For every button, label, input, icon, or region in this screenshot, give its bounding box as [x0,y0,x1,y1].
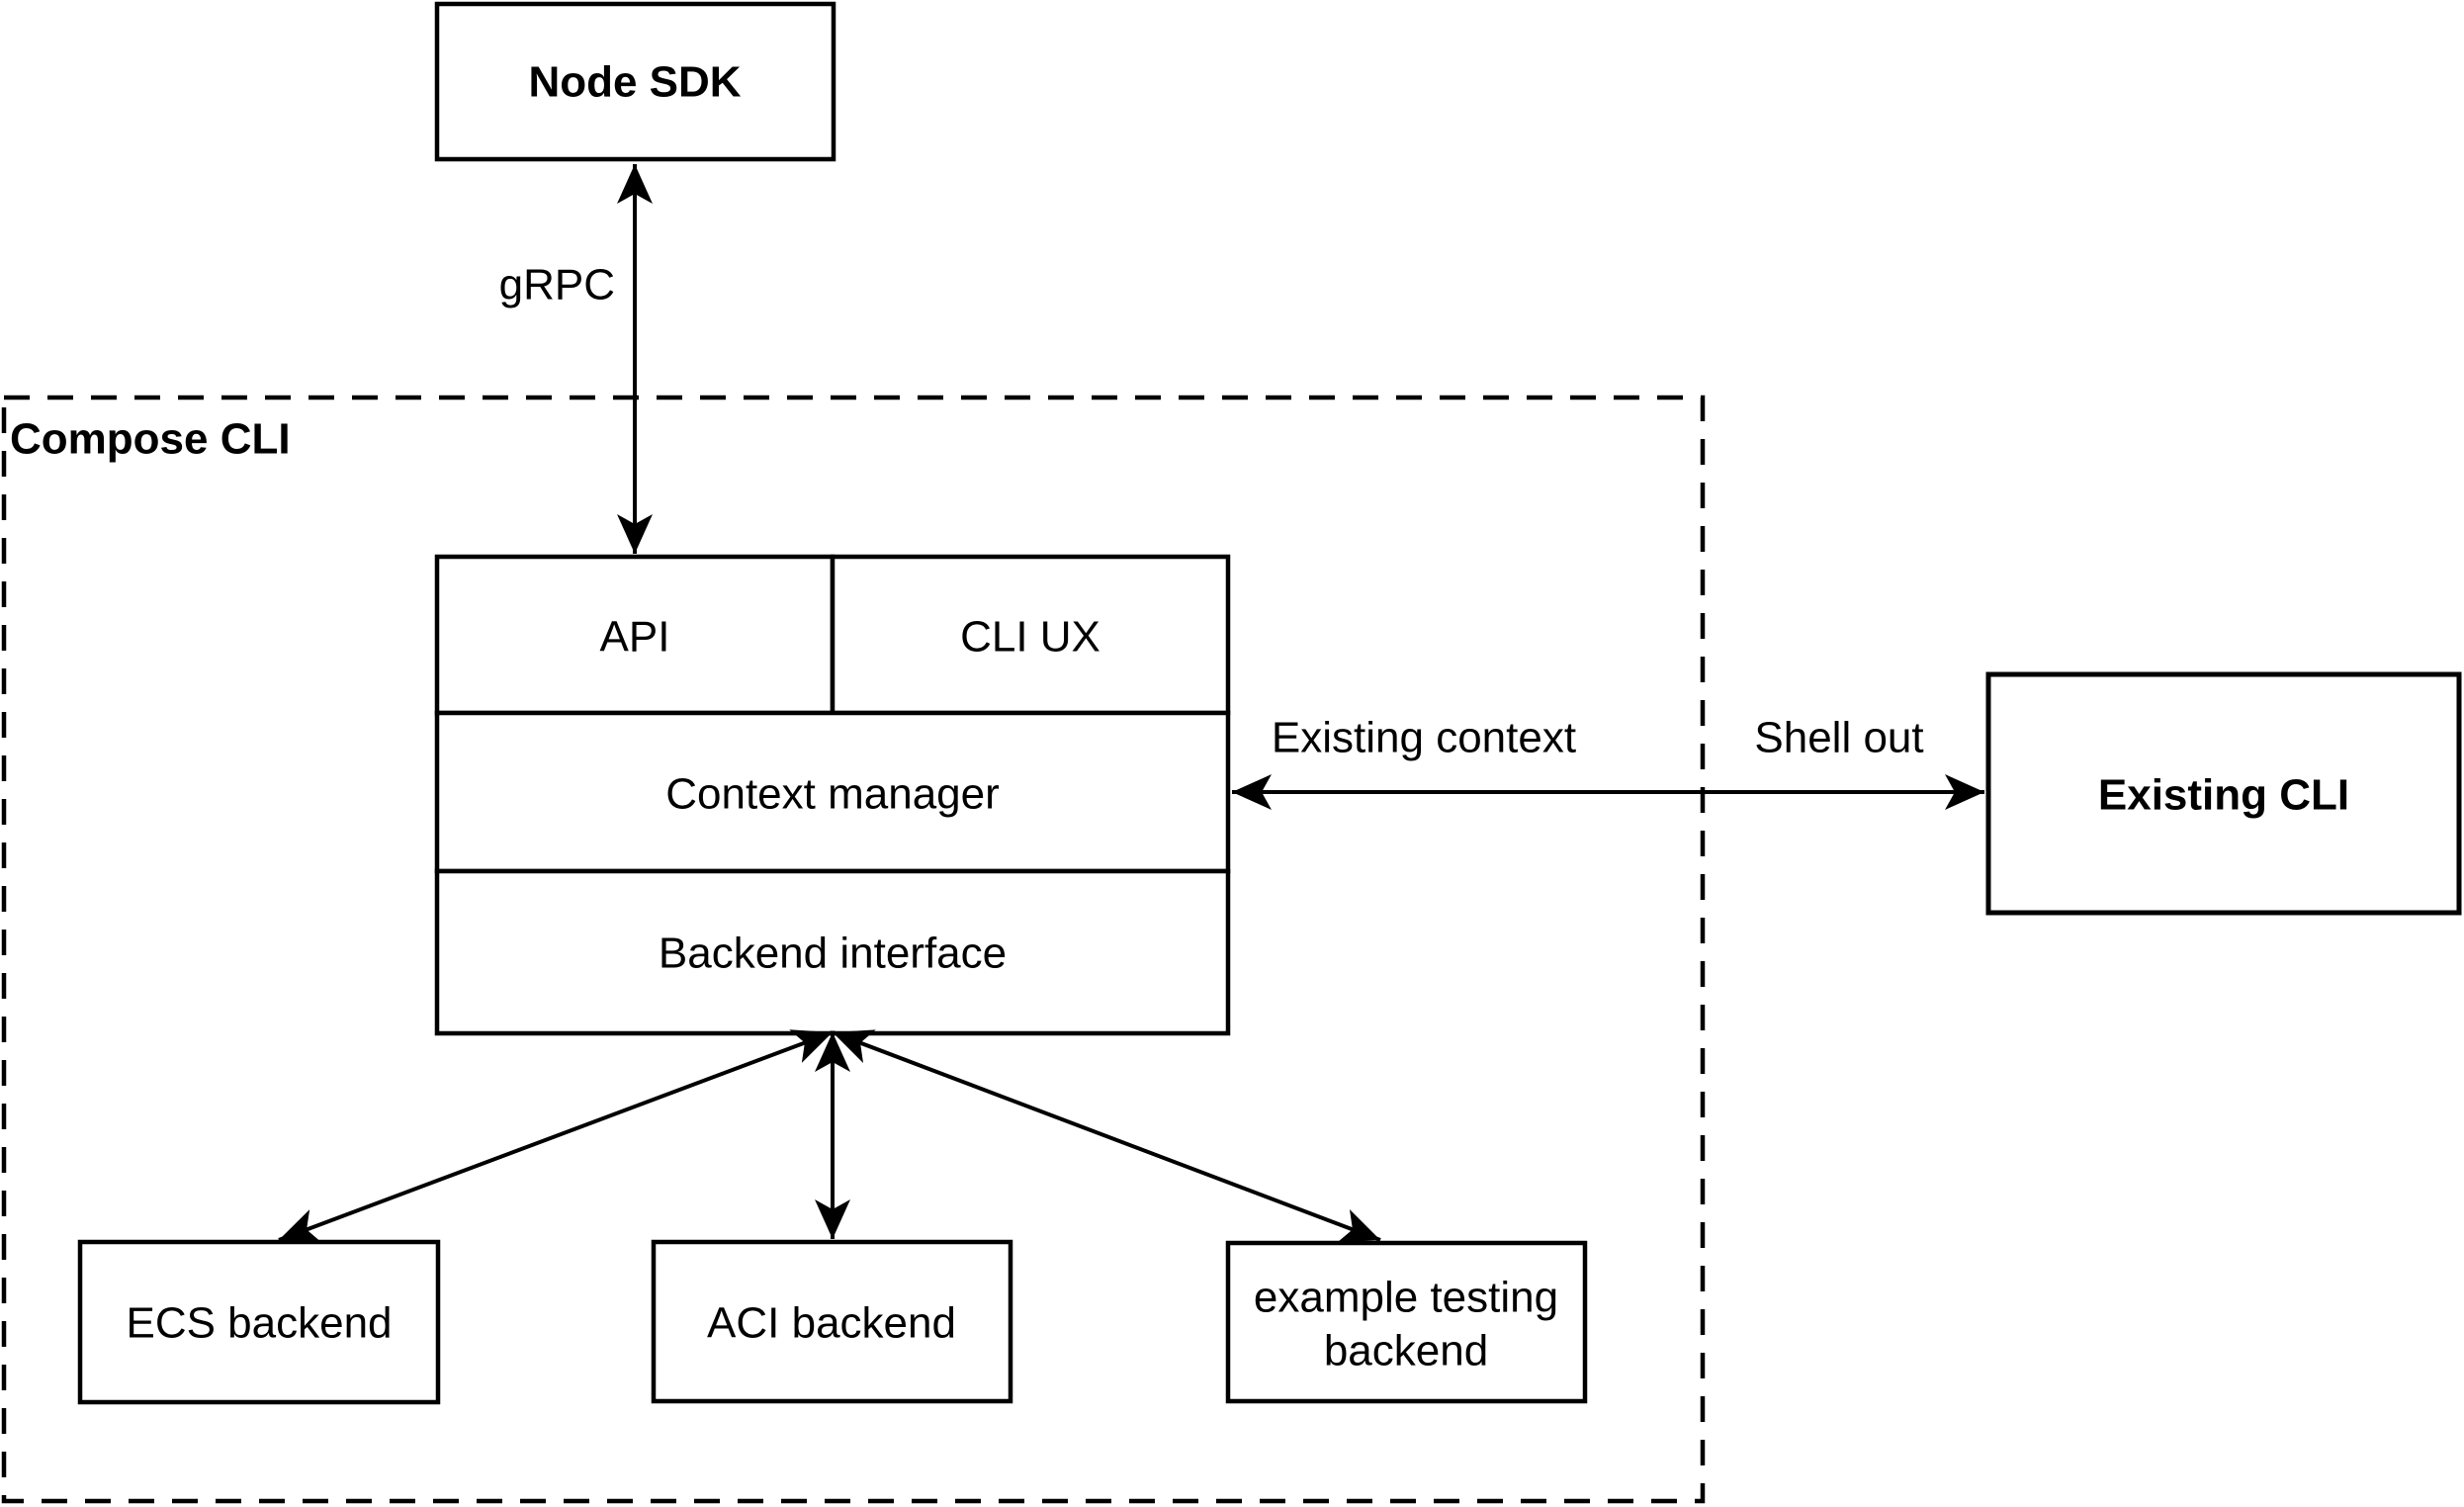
backend-interface-label: Backend interface [659,930,1007,978]
node-sdk-label: Node SDK [528,58,741,107]
aci-backend-label: ACI backend [707,1299,956,1348]
example-testing-backend-box [1225,1240,1588,1404]
backend-to-example-arrow [832,1029,1381,1243]
compose-cli-label: Compose CLI [10,415,291,464]
compose-cli-container [1,395,1706,1504]
context-manager-cell [434,710,1231,874]
shell-out-label: Shell out [1754,714,1923,762]
api-label: API [600,613,670,662]
existing-context-label: Existing context [1272,714,1576,762]
example-testing-backend-label-line1: example testing [1254,1274,1558,1322]
ecs-backend-box [77,1239,441,1405]
aci-backend-box [651,1239,1013,1404]
existing-cli-label: Existing CLI [2098,771,2349,820]
ecs-backend-label: ECS backend [126,1299,392,1348]
backend-interface-cell [434,868,1231,1036]
grpc-label: gRPC [499,261,615,310]
cli-ux-label: CLI UX [960,613,1100,662]
node-sdk-box [434,1,836,162]
example-testing-backend-label-line2: backend [1324,1327,1488,1375]
cli-ux-cell [830,554,1231,716]
existing-cli-box [1985,671,2462,916]
context-manager-label: Context manager [665,770,1000,819]
backend-to-ecs-arrow [278,1029,834,1243]
